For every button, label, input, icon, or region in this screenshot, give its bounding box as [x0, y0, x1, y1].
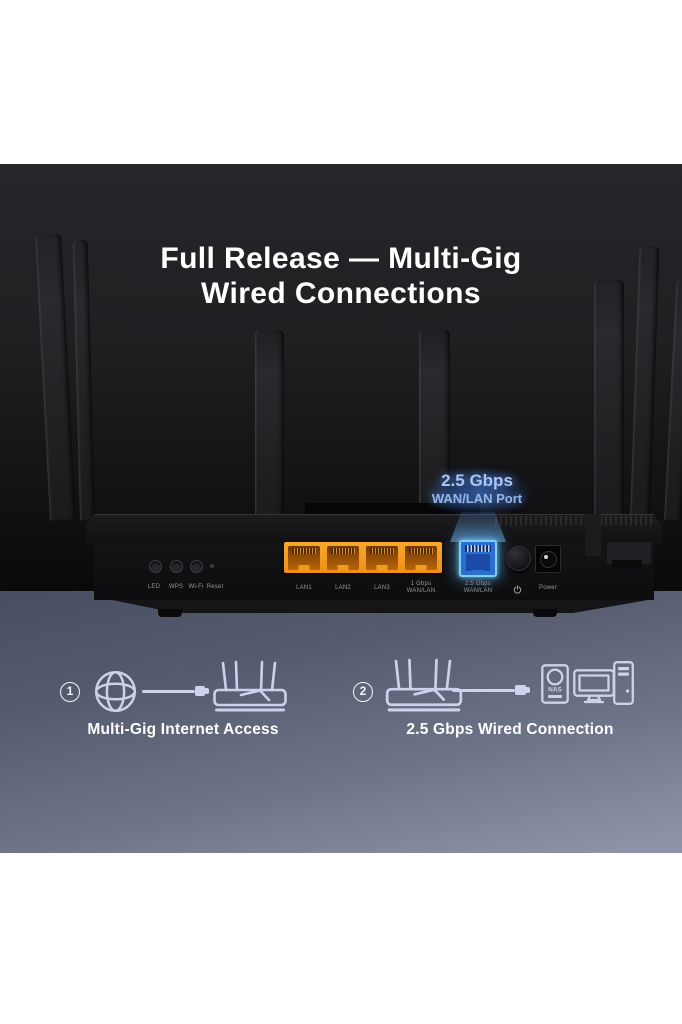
monitor-icon [573, 669, 615, 704]
cable-plug-tip [525, 687, 530, 693]
lan2-port [327, 546, 359, 570]
diagram-section-background [0, 591, 682, 853]
router-foot [158, 609, 182, 617]
power-label: Power [538, 585, 558, 591]
router-top-deck [86, 514, 662, 545]
callout-glow [424, 466, 532, 518]
lan3-label: LAN3 [374, 585, 390, 591]
step-2-number: 2 [353, 682, 373, 702]
desktop-tower-icon [613, 661, 634, 705]
diagram-2-label: 2.5 Gbps Wired Connection [406, 721, 614, 738]
router-right-endcap-shadow [612, 560, 642, 568]
page-title: Full Release — Multi-Gig Wired Connectio… [0, 241, 682, 311]
callout-line2: WAN/LAN Port [431, 491, 523, 506]
callout-line1: 2.5 Gbps [441, 471, 513, 490]
lan3-port [366, 546, 398, 570]
page-title-line2: Wired Connections [201, 277, 481, 310]
cable-plug [515, 685, 526, 695]
power-symbol-icon [513, 585, 522, 594]
dc-power-jack [535, 545, 561, 573]
lan1-label: LAN1 [296, 585, 312, 591]
reset-pinhole [210, 564, 214, 568]
port-callout: 2.5 Gbps WAN/LAN Port [407, 471, 547, 506]
nas-icon-label: NAS [548, 687, 562, 694]
wps-button [170, 560, 183, 573]
led-label: LED [147, 584, 161, 590]
lan2-label: LAN2 [335, 585, 351, 591]
wan-1g-label: 1 Gbps WAN/LAN [406, 581, 436, 594]
page-title-line1: Full Release — Multi-Gig [160, 242, 522, 275]
router-icon [213, 660, 287, 712]
wps-label: WPS [168, 584, 184, 590]
router-antenna [255, 330, 284, 520]
router-antenna [594, 280, 624, 520]
wan-1g-port [405, 546, 437, 570]
callout-light-beam [450, 512, 506, 542]
router-vents [495, 516, 653, 526]
lan-port-block [284, 542, 442, 573]
router-right-endcap [607, 542, 651, 564]
antenna-hinge [585, 514, 601, 556]
power-button [506, 546, 531, 571]
cable-line [142, 690, 195, 693]
wifi-button [190, 560, 203, 573]
router-bottom-skirt [112, 600, 648, 613]
wan-2-5g-port [459, 540, 497, 577]
reset-label: Reset [206, 584, 224, 590]
nas-icon: NAS [541, 664, 569, 704]
led-button [149, 560, 162, 573]
wifi-label: Wi-Fi [188, 584, 204, 590]
router-icon [385, 658, 463, 712]
cable-plug-tip [204, 688, 209, 694]
globe-icon [94, 670, 137, 713]
cable-plug [195, 686, 205, 696]
lan1-port [288, 546, 320, 570]
step-1-number: 1 [60, 682, 80, 702]
cable-line [452, 689, 515, 692]
router-foot [533, 609, 557, 617]
diagram-1-label: Multi-Gig Internet Access [87, 721, 279, 738]
wan-2-5g-label: 2.5 Gbps WAN/LAN [463, 581, 493, 594]
